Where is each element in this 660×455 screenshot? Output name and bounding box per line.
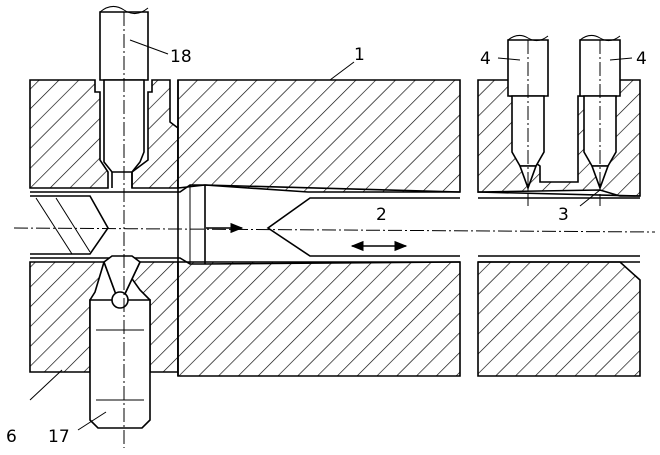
label-6: 6 [6,427,17,447]
leader-lines [29,39,633,431]
label-4-left: 4 [480,49,491,69]
runner-channel [30,184,641,265]
centre-lines [13,12,656,448]
torpedo [30,195,109,255]
label-1: 1 [354,45,365,65]
middle-plate [177,79,461,377]
flow-arrows [206,222,408,252]
left-plate [29,79,179,373]
label-18: 18 [170,47,192,67]
top-pin-18 [99,6,149,188]
label-3: 3 [558,205,569,225]
label-4-right: 4 [636,49,647,69]
bottom-nozzle-17 [89,255,151,429]
ejector-pin [266,197,640,257]
part-labels: 18 1 4 4 2 3 6 17 [6,45,647,447]
label-17: 17 [48,427,70,447]
label-2: 2 [376,205,387,225]
